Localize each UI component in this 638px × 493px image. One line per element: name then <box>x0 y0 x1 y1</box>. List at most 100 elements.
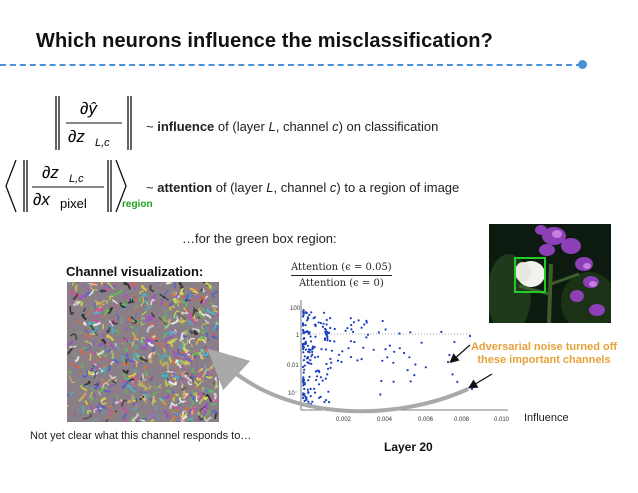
scatter-point <box>381 359 384 362</box>
scatter-points <box>301 309 474 406</box>
influence-description: ~ influence of (layer L, channel c) on c… <box>146 119 439 134</box>
scatter-point <box>456 380 459 383</box>
scatter-point <box>321 325 324 328</box>
scatter-point <box>420 341 423 344</box>
x-tick-0010: 0.010 <box>494 417 510 423</box>
scatter-point <box>312 345 315 348</box>
scatter-point <box>328 401 331 404</box>
scatter-point <box>346 327 349 330</box>
y-axis-fraction: Attention (ϵ = 0.05) Attention (ϵ = 0) <box>291 262 392 289</box>
scatter-point <box>303 342 306 345</box>
scatter-point <box>305 396 308 399</box>
scatter-point <box>322 311 326 314</box>
scatter-point <box>323 337 327 340</box>
scatter-point <box>324 377 327 380</box>
scatter-point <box>314 324 317 328</box>
scatter-point <box>448 353 451 357</box>
green-region-box <box>514 257 546 293</box>
attention-equation: ∂z L,c ∂x pixel <box>5 159 127 213</box>
scatter-point <box>409 331 412 334</box>
scatter-point <box>301 348 305 351</box>
y-tick-100: 100 <box>290 306 301 312</box>
channel-visualization-image <box>67 282 219 422</box>
scatter-point <box>325 318 328 322</box>
scatter-point <box>329 326 332 330</box>
scatter-point <box>324 330 327 333</box>
x-axis-label: Influence <box>524 412 569 424</box>
y-tick-001: 0.01 <box>287 363 299 369</box>
scatter-point <box>301 344 305 347</box>
scatter-point <box>308 313 311 316</box>
scatter-point <box>302 359 305 362</box>
scatter-point <box>305 398 308 401</box>
scatter-point <box>308 375 311 378</box>
scatter-point <box>398 347 401 350</box>
scatter-point <box>365 336 368 339</box>
scatter-point <box>333 340 336 343</box>
scatter-point <box>347 347 350 350</box>
scatter-point <box>302 337 305 340</box>
scatter-point <box>307 403 310 406</box>
scatter-point <box>303 387 306 390</box>
scatter-point <box>379 393 382 396</box>
scatter-point <box>307 379 310 382</box>
scatter-point <box>318 396 321 399</box>
y-fraction-numerator: Attention (ϵ = 0.05) <box>291 262 392 273</box>
scatter-point <box>362 346 365 349</box>
scatter-point <box>329 317 332 320</box>
scatter-point <box>309 335 312 338</box>
x-tick-0006: 0.006 <box>418 417 434 423</box>
scatter-point <box>352 330 355 333</box>
y-tick-1: 1 <box>296 333 300 339</box>
scatter-point <box>310 311 313 314</box>
influence-numerator: ∂ŷ <box>80 99 98 118</box>
scatter-point <box>302 324 305 327</box>
scatter-point <box>316 369 319 372</box>
scatter-point <box>319 376 322 379</box>
scatter-point <box>303 364 306 367</box>
scatter-point <box>372 348 375 351</box>
channel-caption: Not yet clear what this channel responds… <box>30 430 252 442</box>
y-fraction-denominator: Attention (ϵ = 0) <box>298 278 384 289</box>
scatter-point <box>309 402 312 406</box>
scatter-point <box>304 348 307 351</box>
scatter-point <box>344 329 347 332</box>
scatter-point <box>329 357 332 360</box>
scatter-point <box>349 355 353 359</box>
scatter-point <box>313 387 316 390</box>
scatter-point <box>310 362 313 365</box>
attention-numerator: ∂z <box>42 163 59 182</box>
region-note: …for the green box region: <box>182 231 337 246</box>
scatter-point <box>304 324 307 327</box>
scatter-point <box>377 331 380 334</box>
divider-end-dot <box>578 60 587 69</box>
scatter-point <box>311 353 314 356</box>
scatter-point <box>363 323 366 326</box>
scatter-point <box>306 388 309 391</box>
scatter-point <box>302 346 305 349</box>
scatter-point <box>360 326 363 329</box>
scatter-point <box>340 360 343 364</box>
scatter-point <box>337 353 341 356</box>
region-subscript-label: region <box>122 199 153 210</box>
scatter-point <box>302 384 305 387</box>
scatter-point <box>308 351 311 354</box>
scatter-point <box>309 387 312 390</box>
scatter-point <box>330 361 333 364</box>
scatter-point <box>384 328 387 331</box>
scatter-point <box>302 328 305 332</box>
scatter-point <box>323 400 326 404</box>
scatter-point <box>325 323 328 326</box>
scatter-point <box>303 399 306 402</box>
scatter-point <box>315 375 319 378</box>
scatter-point <box>424 366 427 369</box>
scatter-point <box>307 361 310 364</box>
scatter-point <box>365 319 368 322</box>
scatter-point <box>356 359 359 362</box>
scatter-point <box>305 311 308 315</box>
scatter-point <box>470 387 474 391</box>
scatter-point <box>317 383 321 386</box>
scatter-point <box>388 344 391 347</box>
scatter-point <box>314 356 317 359</box>
scatter-point <box>468 334 472 338</box>
